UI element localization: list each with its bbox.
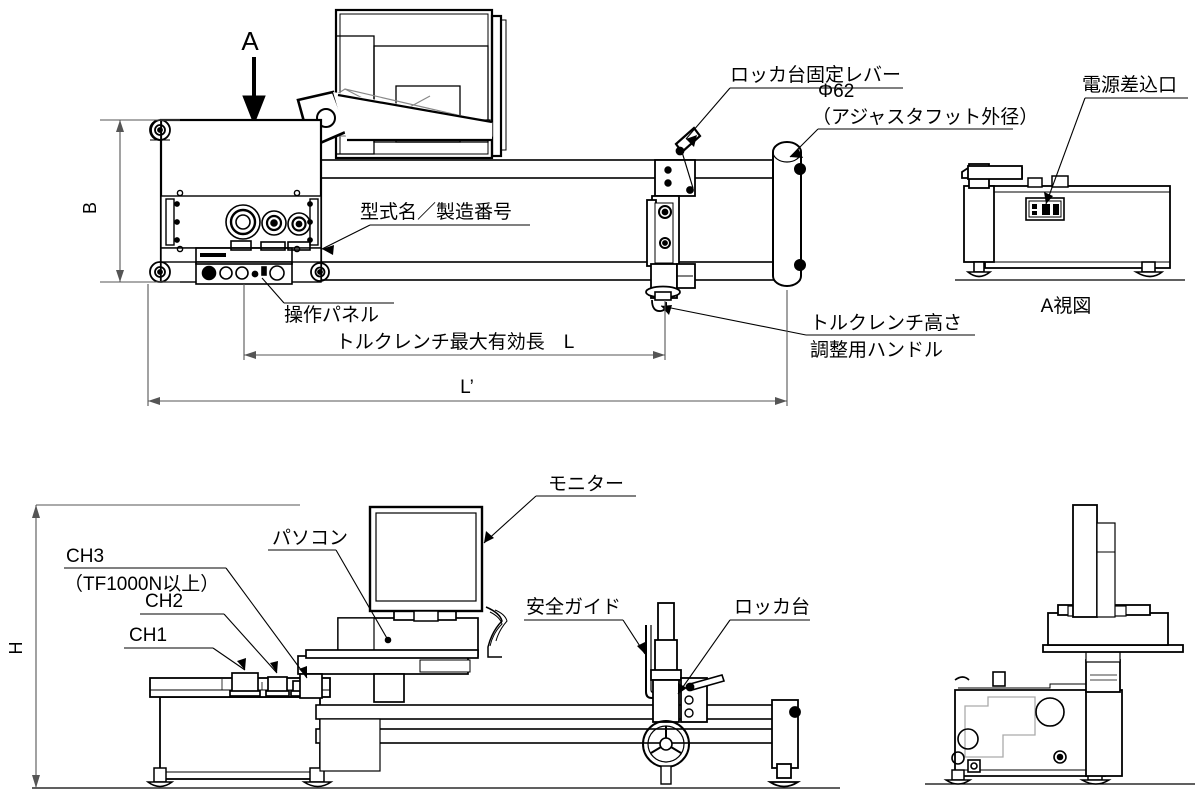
callout-safety-guide: 安全ガイド bbox=[524, 596, 646, 655]
side-body-holes bbox=[951, 671, 1067, 773]
rocker-lock-lever-label: ロッカ台固定レバー bbox=[730, 64, 901, 86]
top-view-dimensions: B トルクレンチ最大有効長 L L’ bbox=[80, 119, 788, 406]
power-inlet-detail bbox=[1025, 197, 1065, 221]
top-plan-view: A bbox=[149, 8, 806, 312]
ch3-label: CH3 bbox=[66, 546, 104, 567]
dimension-L-prime: L’ bbox=[147, 284, 788, 406]
adjuster-diameter-label: Φ62 bbox=[818, 81, 854, 102]
pc-label: パソコン bbox=[272, 528, 348, 549]
rocker-base-label: ロッカ台 bbox=[734, 596, 810, 618]
view-a-caption: A視図 bbox=[1041, 295, 1092, 317]
front-base-cabinet bbox=[149, 677, 331, 780]
wrench-shaft-top bbox=[333, 92, 493, 142]
control-panel-label: 操作パネル bbox=[284, 304, 379, 326]
callout-pc: パソコン bbox=[268, 528, 392, 644]
cable-bundle bbox=[485, 606, 508, 658]
dimension-H: H bbox=[6, 504, 300, 788]
front-right-column bbox=[766, 699, 802, 788]
dimension-L-label: トルクレンチ最大有効長 L bbox=[336, 331, 575, 353]
callout-ch2: CH2 bbox=[140, 591, 278, 674]
view-a-left-column bbox=[961, 163, 1023, 263]
view-a-feet bbox=[965, 261, 1165, 278]
callout-monitor: モニター bbox=[483, 473, 636, 544]
view-a-top-blocks bbox=[1027, 175, 1069, 188]
adjuster-foot-column-top bbox=[772, 141, 806, 287]
callout-model-serial: 型式名／製造番号 bbox=[321, 201, 530, 255]
height-adjust-handle-line2: 調整用ハンドル bbox=[810, 339, 943, 361]
view-arrow-a: A bbox=[241, 26, 266, 126]
callout-rocker-base: ロッカ台 bbox=[677, 596, 810, 695]
callout-power-inlet: 電源差込口 bbox=[1044, 74, 1188, 205]
callout-control-panel: 操作パネル bbox=[261, 277, 394, 326]
dimension-L: トルクレンチ最大有効長 L bbox=[243, 284, 666, 360]
control-panel-top bbox=[195, 247, 293, 285]
monitor bbox=[368, 505, 484, 622]
ch1-label: CH1 bbox=[129, 625, 167, 646]
safety-guide-label: 安全ガイド bbox=[526, 596, 621, 618]
side-elevation-view bbox=[925, 504, 1195, 785]
rocker-base-top bbox=[645, 126, 702, 312]
dimension-B: B bbox=[80, 119, 180, 283]
body-connectors-top bbox=[225, 204, 311, 251]
callout-ch3: CH3 （TF1000N以上） bbox=[64, 546, 308, 679]
dimension-H-label: H bbox=[6, 642, 26, 655]
callout-adjuster-diameter: Φ62 （アジャスタフット外径） bbox=[789, 81, 1038, 158]
view-a: 電源差込口 A視図 bbox=[955, 74, 1188, 317]
front-elevation-view bbox=[32, 505, 840, 789]
adjuster-diameter-note: （アジャスタフット外径） bbox=[812, 106, 1038, 128]
view-a-body bbox=[984, 185, 1171, 269]
ch3-note: （TF1000N以上） bbox=[64, 573, 219, 595]
callout-rocker-lock-lever: ロッカ台固定レバー bbox=[685, 64, 903, 147]
adjuster-feet-top bbox=[149, 119, 330, 283]
top-view-annotations: ロッカ台固定レバー Φ62 （アジャスタフット外径） 型式名／製造番号 操作パネ… bbox=[261, 64, 1038, 361]
side-shelf-pc-monitor bbox=[1042, 504, 1184, 653]
dimension-B-label: B bbox=[80, 202, 100, 214]
front-view-annotations: H CH3 （TF1000N以上） CH2 CH1 bbox=[6, 473, 810, 788]
view-arrow-a-label: A bbox=[241, 26, 259, 56]
monitor-label: モニター bbox=[548, 473, 624, 495]
height-adjust-handle-line1: トルクレンチ高さ bbox=[810, 312, 962, 334]
rocker-base-front bbox=[642, 602, 726, 785]
power-inlet-label: 電源差込口 bbox=[1082, 74, 1177, 96]
callout-ch1: CH1 bbox=[124, 625, 246, 671]
pc-shelf-column bbox=[297, 655, 471, 703]
model-serial-label: 型式名／製造番号 bbox=[360, 201, 512, 223]
dimension-L-prime-label: L’ bbox=[460, 377, 474, 398]
ch2-label: CH2 bbox=[145, 591, 183, 612]
side-column bbox=[1085, 649, 1123, 777]
callout-height-adjust-handle: トルクレンチ高さ 調整用ハンドル bbox=[660, 305, 975, 361]
